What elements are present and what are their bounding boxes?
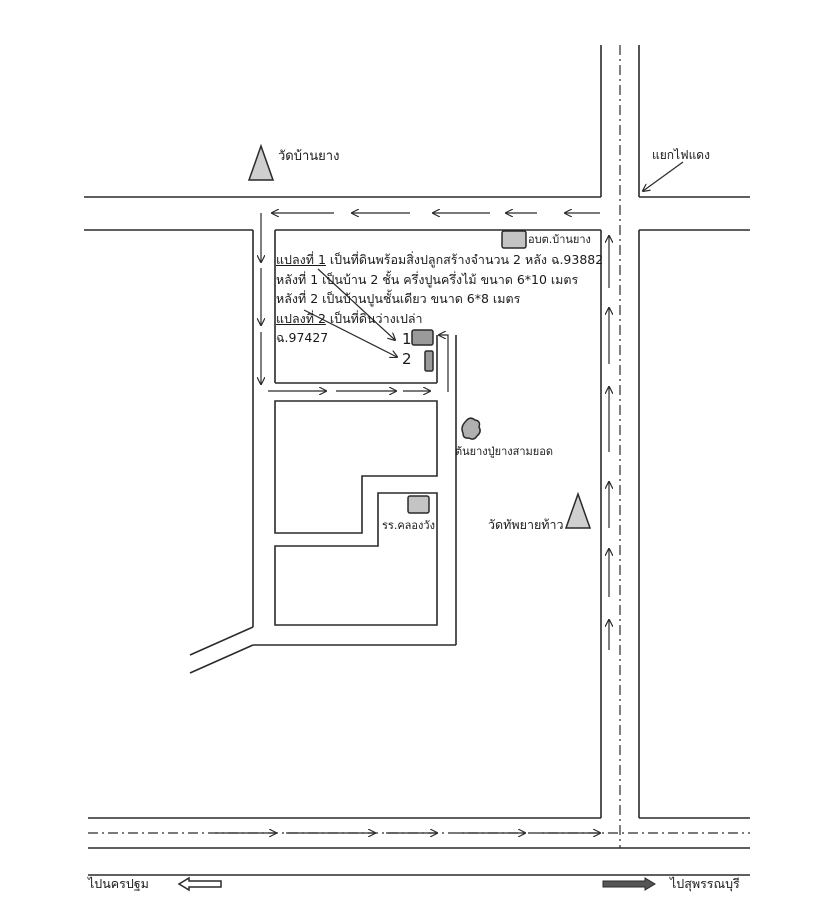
wat-thap-phaya-triangle-icon xyxy=(564,491,592,529)
to-suphanburi-label: ไปสุพรรณบุรี xyxy=(670,876,740,891)
road-lines xyxy=(84,45,750,876)
center-lines xyxy=(88,45,750,848)
wat-ban-yang-label: วัดบ้านยาง xyxy=(278,149,340,164)
tree-label: ต้นยางปู่ยางสามยอด xyxy=(455,445,553,458)
plot-1-title: แปลงที่ 1 xyxy=(276,252,326,267)
plot-1-text: เป็นที่ดินพร้อมสิ่งปลูกสร้างจำนวน 2 หลัง… xyxy=(325,252,604,267)
marker-2: 2 xyxy=(402,350,412,368)
obt-building-icon xyxy=(501,230,527,249)
house-1-text: หลังที่ 1 เป็นบ้าน 2 ชั้น ครึ่งปูนครึ่งไ… xyxy=(276,271,579,287)
plot-2-text: เป็นที่ดินว่างเปล่า xyxy=(325,310,423,326)
tree-icon xyxy=(461,417,481,440)
plot-notes: แปลงที่ 1 เป็นที่ดินพร้อมสิ่งปลูกสร้างจำ… xyxy=(276,250,603,348)
to-nakhon-pathom-label: ไปนครปฐม xyxy=(88,876,149,891)
traffic-light-pointer xyxy=(643,161,684,191)
plot-2-building xyxy=(424,350,434,372)
obt-label: อบต.บ้านยาง xyxy=(528,233,591,246)
traffic-light-label: แยกไฟแดง xyxy=(652,148,710,162)
wat-ban-yang-triangle-icon xyxy=(247,143,275,181)
plot-1-line: แปลงที่ 1 เป็นที่ดินพร้อมสิ่งปลูกสร้างจำ… xyxy=(276,250,603,270)
plot-2-title: แปลงที่ 2 xyxy=(276,310,326,326)
to-suphanburi-arrow-icon xyxy=(602,877,656,891)
plot-1-building xyxy=(411,329,434,346)
house-2-text: หลังที่ 2 เป็นบ้านปูนชั้นเดียว ขนาด 6*8 … xyxy=(276,291,521,306)
school-label: รร.คลองวัง xyxy=(382,519,435,532)
to-nakhon-pathom-arrow-icon xyxy=(177,876,222,892)
plot-2-deed: ฉ.97427 xyxy=(276,330,329,345)
plot-2-line: แปลงที่ 2 เป็นที่ดินว่างเปล่า xyxy=(276,309,603,329)
school-building-icon xyxy=(407,495,430,514)
leader-line-1 xyxy=(317,268,395,340)
traffic-arrows xyxy=(215,161,684,833)
access-arrow xyxy=(439,335,449,392)
leader-line-2 xyxy=(303,309,397,357)
wat-thap-phaya-label: วัดทัพยายท้าว xyxy=(488,517,564,532)
marker-1: 1 xyxy=(402,330,412,348)
